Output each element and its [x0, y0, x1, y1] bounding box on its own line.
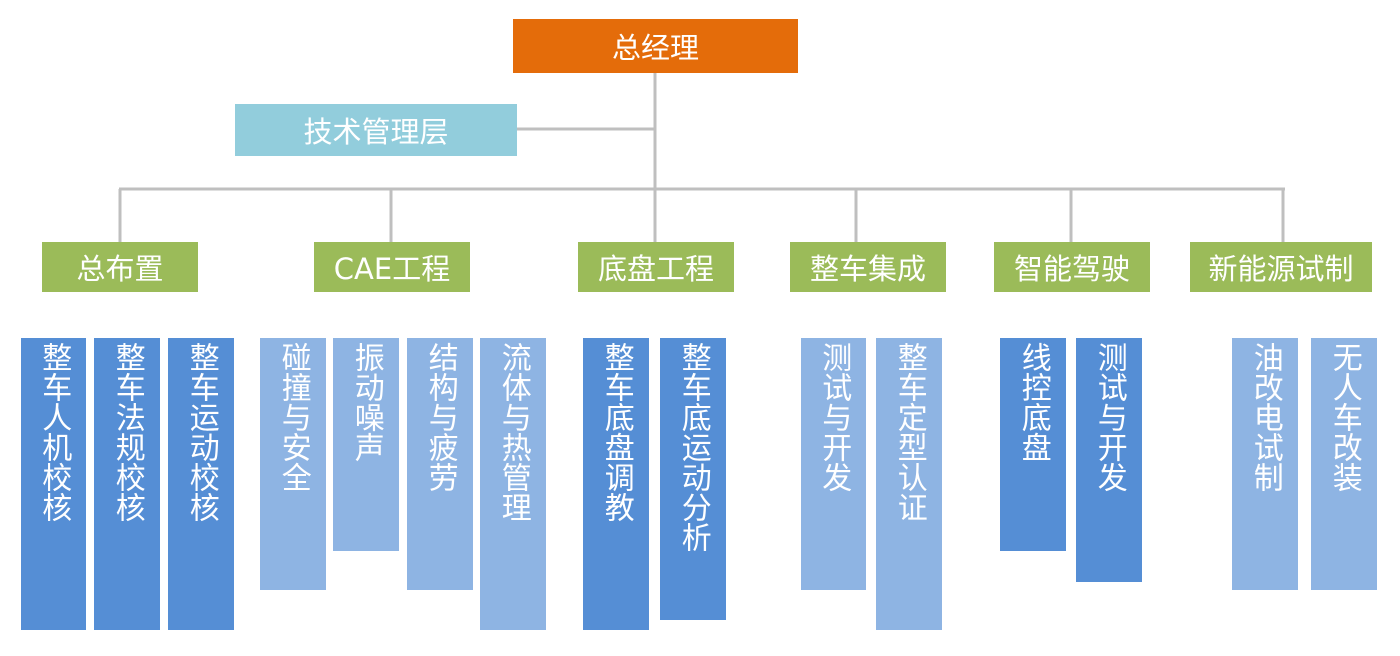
team-label: 线控底盘: [1015, 342, 1051, 462]
team-node: 整车底运动分析: [660, 338, 726, 620]
dept-node-3: 整车集成: [790, 242, 946, 292]
team-node: 整车运动校核: [168, 338, 234, 630]
dept-label: 总布置: [76, 252, 164, 286]
team-node: 流体与热管理: [480, 338, 546, 630]
team-node: 油改电试制: [1232, 338, 1298, 590]
tech-layer-node: 技术管理层: [235, 104, 517, 156]
team-node: 振动噪声: [333, 338, 399, 551]
dept-label: 智能驾驶: [1013, 252, 1130, 286]
dept-node-2: 底盘工程: [578, 242, 734, 292]
dept-node-4: 智能驾驶: [994, 242, 1150, 292]
root-label: 总经理: [611, 31, 699, 65]
team-label: 油改电试制: [1247, 342, 1283, 492]
dept-label: CAE工程: [333, 252, 451, 286]
team-node: 无人车改装: [1311, 338, 1377, 590]
dept-node-0: 总布置: [42, 242, 198, 292]
team-label: 整车运动校核: [183, 342, 219, 522]
team-label: 整车定型认证: [891, 342, 927, 522]
team-label: 测试与开发: [1091, 342, 1127, 492]
dept-node-1: CAE工程: [314, 242, 470, 292]
team-node: 线控底盘: [1000, 338, 1066, 551]
team-label: 振动噪声: [348, 342, 384, 462]
team-label: 整车人机校核: [36, 342, 72, 522]
dept-label: 底盘工程: [597, 252, 714, 286]
team-label: 无人车改装: [1326, 342, 1362, 492]
dept-label: 整车集成: [809, 252, 926, 286]
team-node: 结构与疲劳: [407, 338, 473, 590]
dept-label: 新能源试制: [1208, 252, 1354, 286]
tech-layer-label: 技术管理层: [303, 115, 449, 149]
team-node: 整车法规校核: [94, 338, 160, 630]
team-node: 整车底盘调教: [583, 338, 649, 630]
team-label: 结构与疲劳: [422, 342, 458, 492]
root-node: 总经理: [513, 19, 798, 73]
team-node: 碰撞与安全: [260, 338, 326, 590]
team-node: 整车定型认证: [876, 338, 942, 630]
team-node: 整车人机校核: [21, 338, 86, 630]
team-label: 整车法规校核: [109, 342, 145, 522]
team-node: 测试与开发: [1076, 338, 1142, 582]
team-label: 整车底运动分析: [675, 342, 711, 552]
team-label: 碰撞与安全: [275, 342, 311, 492]
team-label: 流体与热管理: [495, 342, 531, 522]
dept-node-5: 新能源试制: [1190, 242, 1372, 292]
team-label: 整车底盘调教: [598, 342, 634, 522]
team-node: 测试与开发: [801, 338, 866, 590]
team-label: 测试与开发: [816, 342, 852, 492]
